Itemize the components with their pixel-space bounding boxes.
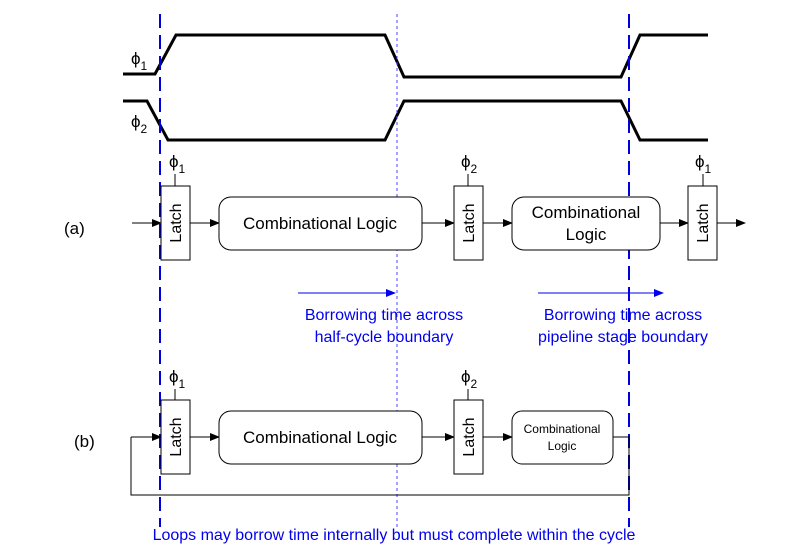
row-b-label: (b) (74, 432, 95, 451)
latch-1-a-label: Latch (168, 203, 185, 242)
latch1a-clock-label: ϕ1 (169, 152, 186, 176)
phi1-waveform (123, 33, 708, 79)
comb-logic-1-b-label: Combinational Logic (243, 428, 398, 447)
row-a-label: (a) (64, 219, 85, 238)
latch-3-a-label: Latch (695, 203, 712, 242)
latch1b-clock-label: ϕ1 (169, 367, 186, 391)
latch-1-b-label: Latch (168, 417, 185, 456)
comb-logic-2-a-line2: Logic (566, 225, 607, 244)
comb-logic-2-b-line1: Combinational (524, 422, 601, 436)
comb-logic-2-a-line1: Combinational (532, 203, 641, 222)
latch3a-clock-label: ϕ1 (695, 152, 712, 176)
comb-logic-2-b (511, 410, 614, 465)
latch2b-clock-label: ϕ2 (461, 367, 478, 391)
latch-2-a-label: Latch (461, 203, 478, 242)
comb-logic-2-b-line2: Logic (548, 439, 577, 453)
latch2a-clock-label: ϕ2 (461, 152, 478, 176)
phi2-waveform-label: ϕ2 (131, 112, 148, 136)
latch-2-a (453, 185, 484, 261)
half-cycle-note-line1: Borrowing time across (305, 307, 463, 324)
feedback-loop-path (130, 436, 630, 496)
pipeline-note-line1: Borrowing time across (544, 307, 702, 324)
latch-2-b-label: Latch (461, 417, 478, 456)
pipeline-note-line2: pipeline stage boundary (538, 329, 708, 346)
phi1-waveform-label: ϕ1 (131, 49, 148, 73)
loop-note: Loops may borrow time internally but mus… (153, 527, 636, 544)
phi2-waveform (123, 99, 708, 142)
comb-logic-1-a-label: Combinational Logic (243, 214, 398, 233)
half-cycle-note-line2: half-cycle boundary (315, 329, 454, 346)
